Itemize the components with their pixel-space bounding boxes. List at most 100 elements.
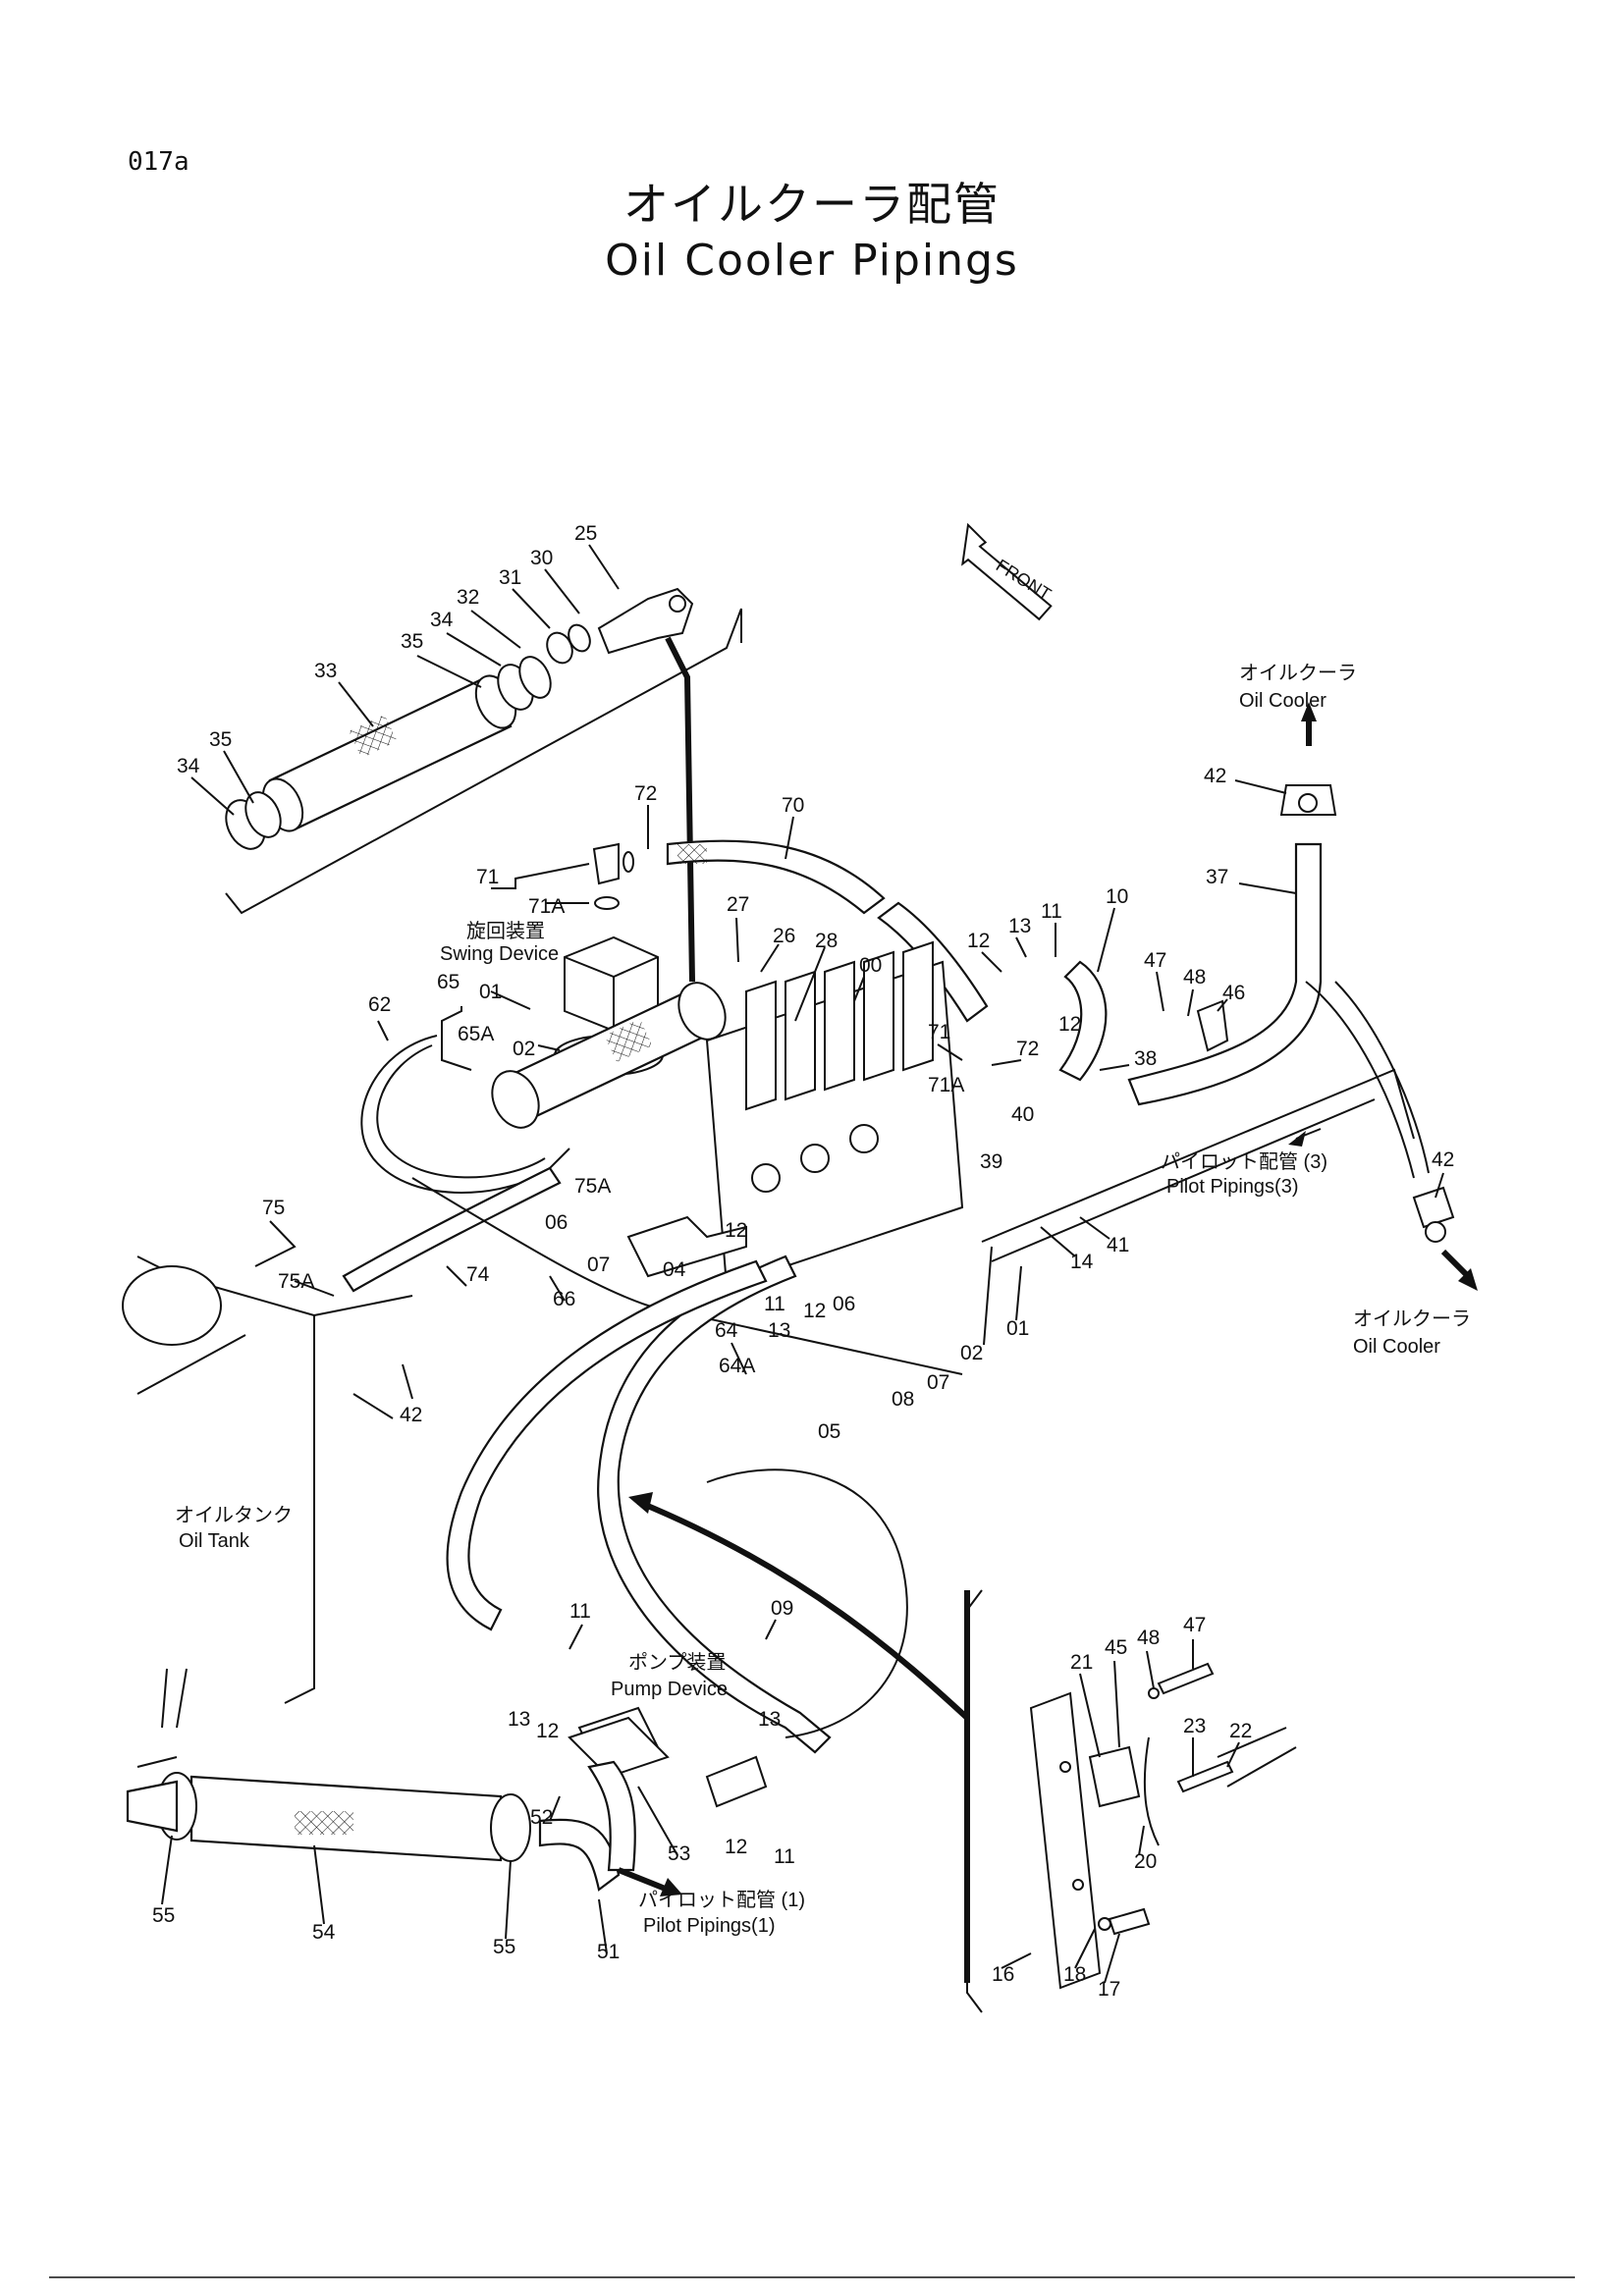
callout-12-top: 12 bbox=[967, 930, 990, 952]
callout-39: 39 bbox=[980, 1150, 1002, 1173]
bracket-46 bbox=[1196, 999, 1229, 1052]
callout-12-pump: 12 bbox=[536, 1720, 559, 1742]
oil-cooler-top-jp: オイルクーラ bbox=[1239, 662, 1357, 684]
callout-12-pump-low: 12 bbox=[725, 1836, 747, 1858]
callout-05: 05 bbox=[818, 1420, 840, 1443]
callout-07-lower: 07 bbox=[927, 1371, 949, 1394]
callout-55-right: 55 bbox=[493, 1936, 515, 1958]
callout-17: 17 bbox=[1098, 1978, 1120, 2001]
oil-tank-en: Oil Tank bbox=[179, 1530, 250, 1552]
pilot3-jp: パイロット配管 (3) bbox=[1161, 1150, 1327, 1173]
callout-71A: 71A bbox=[528, 895, 565, 918]
swing-device-en: Swing Device bbox=[440, 943, 559, 965]
hose-54 bbox=[156, 1772, 531, 1862]
callout-38: 38 bbox=[1134, 1047, 1157, 1070]
callout-13-top: 13 bbox=[1008, 915, 1031, 937]
pump-device-jp: ポンプ装置 bbox=[628, 1651, 726, 1674]
callout-31: 31 bbox=[499, 566, 521, 589]
callout-40: 40 bbox=[1011, 1103, 1034, 1126]
clamp-42-right bbox=[1412, 1186, 1455, 1243]
callout-48-detail: 48 bbox=[1137, 1627, 1160, 1649]
callout-30: 30 bbox=[530, 547, 553, 569]
callout-13-pump-right: 13 bbox=[758, 1708, 781, 1731]
callout-35-top: 35 bbox=[401, 630, 423, 653]
callout-26: 26 bbox=[773, 925, 795, 947]
callout-12-mid: 12 bbox=[1058, 1013, 1081, 1036]
callout-13-pump: 13 bbox=[508, 1708, 530, 1731]
hose-10 bbox=[1058, 960, 1108, 1082]
callout-42-left: 42 bbox=[400, 1404, 422, 1426]
callout-23: 23 bbox=[1183, 1715, 1206, 1737]
callout-42-top: 42 bbox=[1204, 765, 1226, 787]
callout-45: 45 bbox=[1105, 1636, 1127, 1659]
fitting-71 bbox=[592, 842, 634, 910]
callout-28: 28 bbox=[815, 930, 838, 952]
hose-37-extension bbox=[1305, 981, 1430, 1179]
callout-01-lower: 01 bbox=[1006, 1317, 1029, 1340]
hose-clamp-34-35-left bbox=[225, 791, 282, 850]
leader-lines bbox=[161, 544, 1444, 1984]
callout-34-top: 34 bbox=[430, 609, 454, 631]
callout-34-left: 34 bbox=[177, 755, 200, 777]
callout-71-mid: 71 bbox=[928, 1021, 950, 1043]
callout-11-pump: 11 bbox=[569, 1600, 591, 1623]
control-valve-00 bbox=[705, 940, 964, 1288]
callout-72-top: 72 bbox=[634, 782, 657, 805]
front-arrow: FRONT bbox=[961, 522, 1055, 621]
callout-51: 51 bbox=[597, 1941, 620, 1963]
oil-cooler-top-en: Oil Cooler bbox=[1239, 690, 1326, 712]
callout-72-mid: 72 bbox=[1016, 1038, 1039, 1060]
hose-from-valve bbox=[446, 1259, 768, 1631]
clamp-42-top bbox=[1279, 784, 1337, 816]
hose-74 bbox=[342, 1166, 562, 1293]
callout-10: 10 bbox=[1106, 885, 1128, 908]
oil-cooler-right-jp: オイルクーラ bbox=[1353, 1308, 1471, 1330]
callout-71A-mid: 71A bbox=[928, 1074, 964, 1096]
oil-cooler-right-en: Oil Cooler bbox=[1353, 1336, 1440, 1358]
callout-52: 52 bbox=[530, 1806, 553, 1829]
arrow-pilot1 bbox=[617, 1867, 670, 1893]
callout-42-right: 42 bbox=[1432, 1148, 1454, 1171]
callout-02-lower: 02 bbox=[960, 1342, 983, 1364]
mounting-bracket-04 bbox=[626, 1215, 747, 1278]
elbow-fitting-25 bbox=[597, 587, 694, 655]
arrow-right-oil-cooler bbox=[1440, 1249, 1471, 1279]
bolt-22-23 bbox=[1176, 1760, 1234, 1793]
bolt-47-48 bbox=[1148, 1662, 1215, 1699]
callout-01-top: 01 bbox=[479, 981, 502, 1003]
callout-25: 25 bbox=[574, 522, 597, 545]
callout-06-lower: 06 bbox=[833, 1293, 855, 1315]
oil-tank-jp: オイルタンク bbox=[175, 1504, 293, 1526]
hose-33 bbox=[261, 674, 517, 832]
hose-37 bbox=[1127, 842, 1323, 1106]
callout-37: 37 bbox=[1206, 866, 1228, 888]
callout-65: 65 bbox=[437, 971, 460, 993]
title-english: Oil Cooler Pipings bbox=[605, 236, 1019, 286]
oil-tank bbox=[122, 1255, 413, 1768]
hose-62 bbox=[360, 1035, 570, 1194]
title-japanese: オイルクーラ配管 bbox=[623, 178, 1001, 231]
callout-12-lower2: 12 bbox=[803, 1300, 826, 1322]
pump-detail-leader bbox=[636, 1499, 970, 1721]
clamp-21-20 bbox=[1088, 1736, 1160, 1846]
pilot1-en: Pilot Pipings(1) bbox=[643, 1915, 776, 1937]
callout-75A-mid: 75A bbox=[574, 1175, 611, 1198]
callout-02-top: 02 bbox=[513, 1038, 535, 1060]
callout-04: 04 bbox=[663, 1258, 686, 1281]
callout-33: 33 bbox=[314, 660, 337, 682]
callout-47-top: 47 bbox=[1144, 949, 1166, 972]
swing-device-jp: 旋回装置 bbox=[466, 920, 545, 942]
callout-32: 32 bbox=[457, 586, 479, 609]
callout-48-top: 48 bbox=[1183, 966, 1206, 988]
pipe-stub-left bbox=[126, 1780, 179, 1833]
bracket-lines-right bbox=[1217, 1727, 1297, 1788]
hose-09 bbox=[597, 1255, 832, 1754]
callout-12-lower: 12 bbox=[725, 1219, 747, 1242]
callout-13-lower: 13 bbox=[768, 1319, 790, 1342]
pipe-51 bbox=[538, 1818, 621, 1892]
callout-14: 14 bbox=[1070, 1251, 1094, 1273]
callout-65A: 65A bbox=[458, 1023, 494, 1045]
callout-62: 62 bbox=[368, 993, 391, 1016]
